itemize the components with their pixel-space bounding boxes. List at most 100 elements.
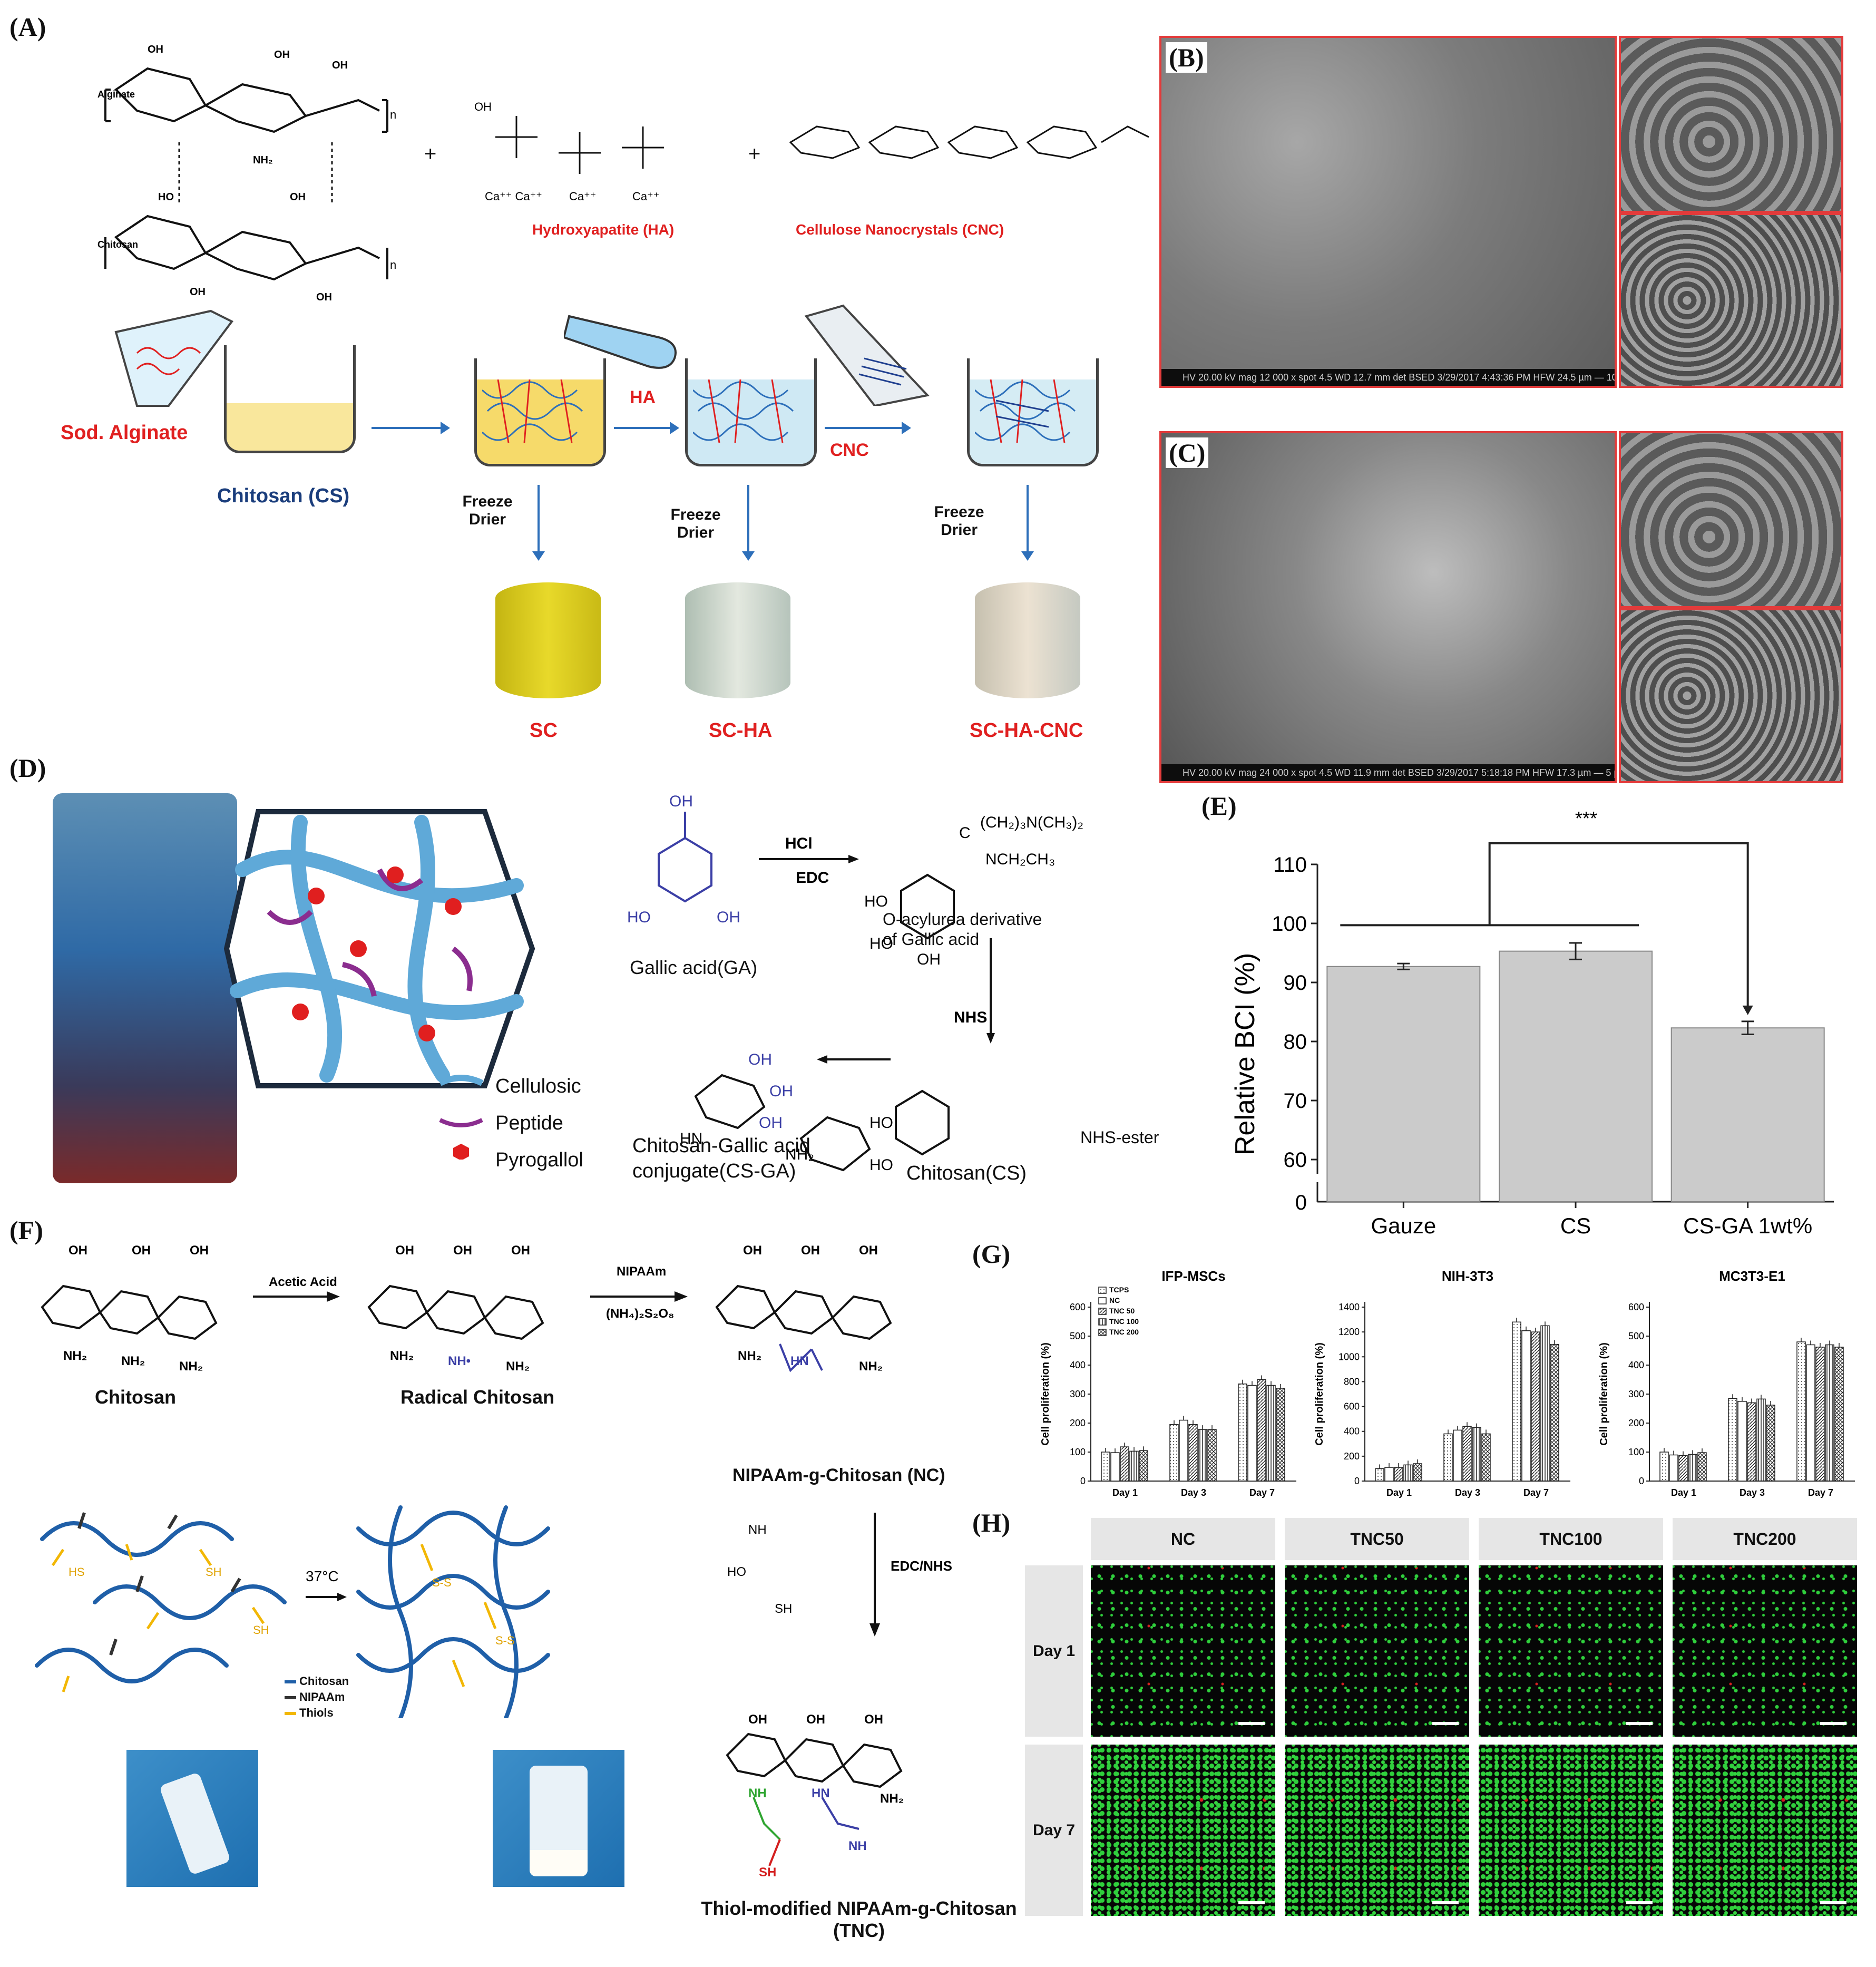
thiols-legend-swatch	[285, 1712, 296, 1716]
ho-group: HO	[869, 1156, 893, 1174]
sh-group: SH	[253, 1623, 269, 1637]
oh-group: OH	[190, 1243, 209, 1258]
panel-d-label: (D)	[9, 753, 46, 783]
nc-label: NIPAAm-g-Chitosan (NC)	[732, 1465, 945, 1485]
y-axis-label: Cell proliferation (%)	[1040, 1342, 1051, 1446]
y-tick-label: 800	[1344, 1376, 1360, 1387]
n-subscript: n	[390, 258, 396, 271]
legend-nipaam: NIPAAm	[299, 1690, 345, 1703]
chitosan-beaker-icon	[224, 345, 356, 453]
oh-group: OH	[669, 793, 693, 810]
product-sc-ha-label: SC-HA	[709, 719, 773, 742]
proliferation-bar	[1257, 1379, 1266, 1482]
legend-label: NC	[1109, 1296, 1120, 1304]
y-tick-label: 0	[1354, 1476, 1360, 1486]
vial-photo-sol	[126, 1750, 258, 1887]
plus-sign: +	[424, 142, 437, 165]
sem-image-b-top	[1619, 36, 1843, 213]
legend-swatch	[1098, 1297, 1107, 1304]
proliferation-bar	[1825, 1344, 1834, 1482]
sh-group: SH	[206, 1565, 222, 1579]
sc-ha-beaker-icon	[685, 358, 817, 466]
x-tick-label: Day 7	[1249, 1487, 1275, 1498]
legend-swatch	[1098, 1318, 1107, 1326]
oh-group: OH	[132, 1243, 151, 1258]
oh-group: OH	[316, 291, 332, 303]
substituent-label: NCH₂CH₃	[985, 851, 1055, 868]
nipaam-legend-swatch	[285, 1696, 296, 1700]
oh-group: OH	[806, 1712, 825, 1727]
sod-alginate-label: Sod. Alginate	[61, 422, 188, 444]
row-header-day1: Day 1	[1025, 1565, 1083, 1737]
panel-c-label: (C)	[1166, 437, 1209, 468]
hn-group: HN	[812, 1786, 830, 1800]
column-header-nc: NC	[1091, 1518, 1275, 1560]
ho-group: HO	[869, 1114, 893, 1132]
zero-label: 0	[1295, 1191, 1307, 1214]
sem-info-bar: HV 20.00 kV mag 12 000 x spot 4.5 WD 12.…	[1161, 369, 1615, 386]
proliferation-bar	[1120, 1446, 1129, 1482]
hn-group: HN	[790, 1354, 809, 1368]
nh2-group: NH₂	[859, 1359, 883, 1374]
freeze-drier-label: Freeze Drier	[934, 503, 984, 539]
proliferation-bar	[1413, 1463, 1422, 1482]
bci-bar	[1670, 1027, 1825, 1202]
flow-arrow	[372, 422, 450, 434]
panel-f-label: (F)	[9, 1215, 43, 1245]
ss-bond: S-S	[432, 1576, 452, 1589]
down-arrow	[742, 485, 755, 561]
nhs-ester-label: NHS-ester	[1080, 1128, 1159, 1147]
plus-sign: +	[748, 142, 761, 165]
row-header-day7: Day 7	[1025, 1745, 1083, 1916]
legend-cellulosic: Cellulosic	[495, 1075, 581, 1097]
panel-b-label: (B)	[1166, 42, 1207, 73]
y-tick-label: 400	[1070, 1360, 1086, 1370]
proliferation-bar	[1747, 1402, 1756, 1482]
nipaam-chitosan-scheme: OH OH OH NH₂ NH₂ NH₂ Acetic Acid OH OH O…	[41, 1243, 892, 1374]
gallic-acid-label: Gallic acid(GA)	[630, 957, 758, 978]
sea-organism-photo	[53, 793, 237, 1183]
tnc-synthesis-scheme: NH HO SH EDC/NHS OH OH OH NH HN NH₂ SH N…	[726, 1513, 952, 1880]
legend-pyrogallol: Pyrogallol	[495, 1149, 583, 1171]
proliferation-bar	[1101, 1452, 1110, 1482]
x-tick-label: Day 1	[1112, 1487, 1138, 1498]
nh2-group: NH₂	[390, 1349, 414, 1363]
ho-group: HO	[158, 191, 174, 203]
y-tick-label: 100	[1070, 1447, 1086, 1457]
proliferation-bar	[1443, 1433, 1453, 1482]
bci-bar-chart: Relative BCI (%) 0 *** 60708090100110Gau…	[1230, 807, 1844, 1238]
oh-group: OH	[759, 1114, 783, 1132]
proliferation-bar	[1796, 1341, 1806, 1482]
ha-title: Hydroxyapatite (HA)	[532, 221, 675, 238]
cnc-title: Cellulose Nanocrystals (CNC)	[796, 221, 1004, 238]
y-tick-label: 0	[1080, 1476, 1086, 1486]
proliferation-bar	[1266, 1385, 1276, 1482]
legend-chitosan: Chitosan	[299, 1674, 349, 1688]
bci-bar	[1326, 966, 1481, 1202]
radical-chitosan-label: Radical Chitosan	[400, 1386, 555, 1408]
proliferation-bar	[1737, 1401, 1747, 1482]
chitosan-f-label: Chitosan	[95, 1386, 177, 1408]
bci-bar	[1499, 950, 1653, 1202]
significance-arrowhead	[1742, 1005, 1753, 1015]
scale-bar	[1238, 1722, 1265, 1725]
x-tick-label: Day 1	[1671, 1487, 1696, 1498]
panel-a-label: (A)	[9, 12, 46, 42]
hs-group: HS	[69, 1565, 85, 1579]
oh-group: OH	[148, 44, 163, 55]
cnc-step-label: CNC	[830, 440, 869, 460]
y-tick-label: 600	[1070, 1302, 1086, 1312]
proliferation-bar	[1540, 1325, 1550, 1482]
cnc-structure	[789, 125, 1149, 159]
panel-g-label: (G)	[972, 1239, 1011, 1269]
network-icon	[693, 379, 794, 443]
proliferation-bar	[1481, 1433, 1491, 1482]
legend-label: TCPS	[1109, 1286, 1129, 1294]
tnc-label: Thiol-modified NIPAAm-g-Chitosan (TNC)	[680, 1897, 1038, 1942]
proliferation-bar	[1276, 1388, 1285, 1482]
sem-image-b-main: (B) HV 20.00 kV mag 12 000 x spot 4.5 WD…	[1159, 36, 1617, 388]
y-axis-label: Cell proliferation (%)	[1314, 1342, 1325, 1446]
proliferation-bar	[1110, 1452, 1120, 1482]
oh-group: OH	[748, 1051, 772, 1068]
y-tick-label: 1200	[1338, 1327, 1360, 1337]
